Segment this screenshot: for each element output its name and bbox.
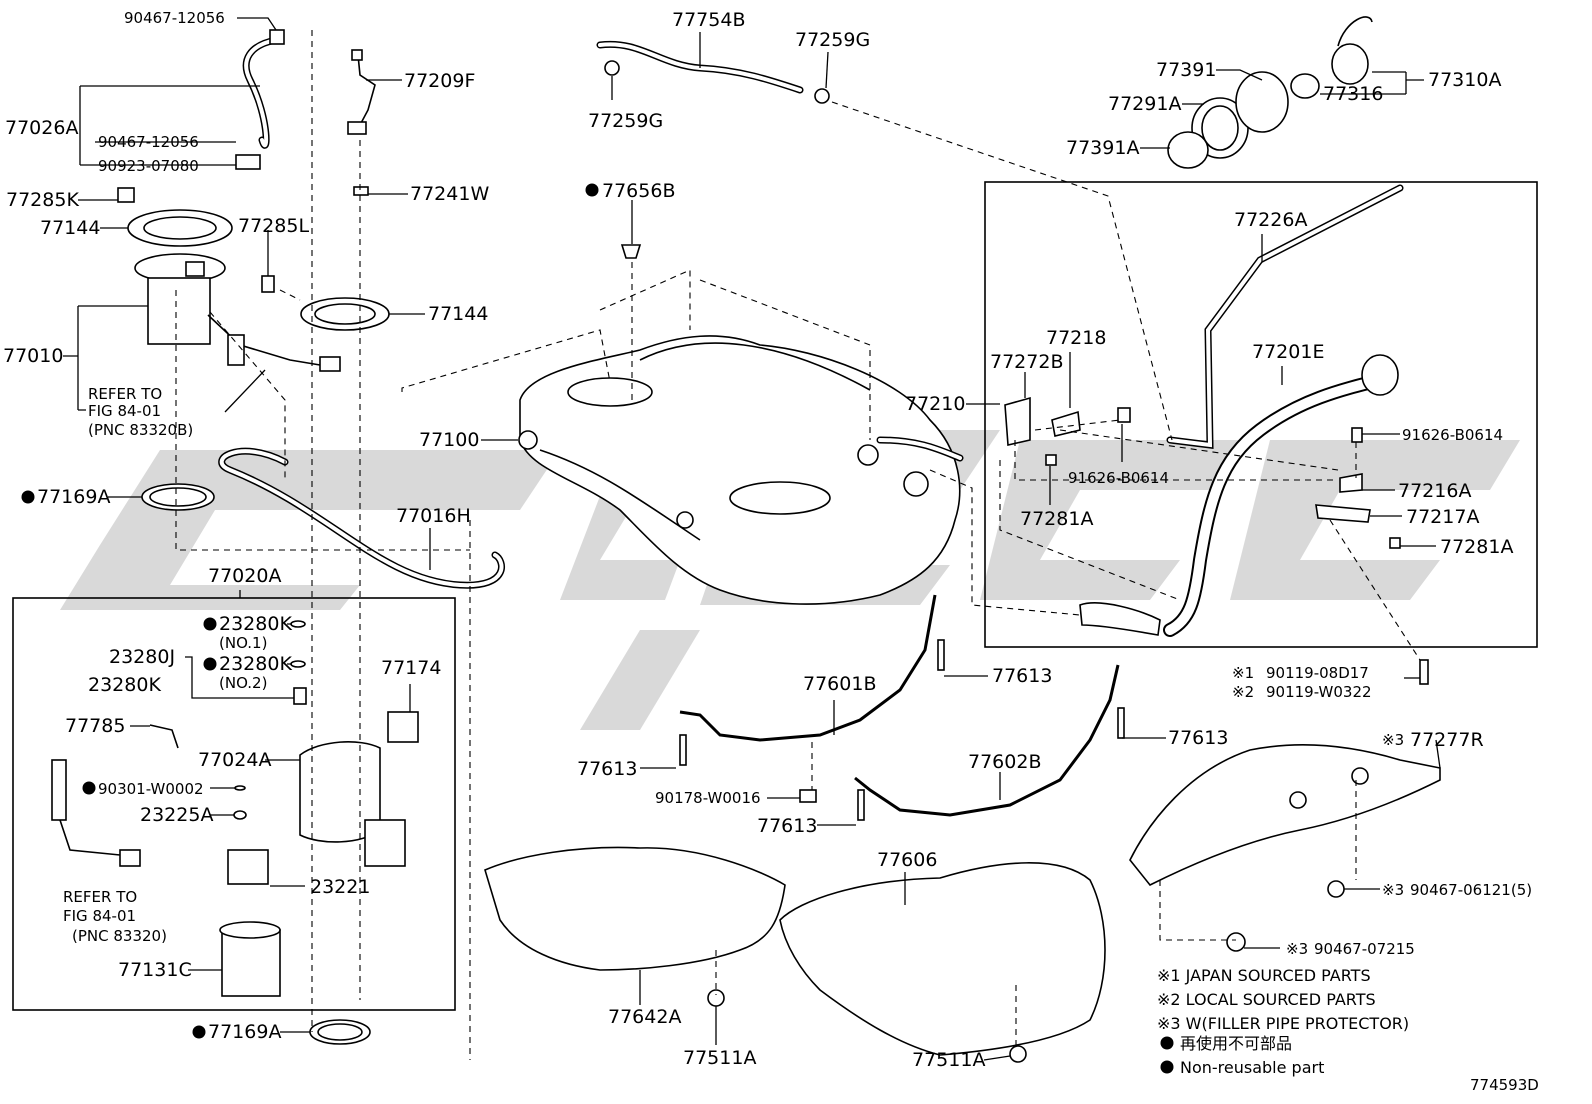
label-77218: 77218 [1046, 327, 1106, 349]
refer-top-line3: (PNC 83320B) [88, 421, 193, 439]
refer-top-line1: REFER TO [88, 385, 162, 403]
label-23221: 23221 [310, 876, 370, 898]
label-90467-12056-top: 90467-12056 [124, 9, 225, 27]
label-77010: 77010 [3, 345, 63, 367]
diagram-code: 774593D [1470, 1076, 1539, 1094]
filler-pipe-box [984, 181, 1538, 648]
label-no2: (NO.2) [219, 674, 267, 692]
label-77216A: 77216A [1398, 480, 1471, 502]
label-77281A-right: 77281A [1440, 536, 1513, 558]
label-77210: 77210 [905, 393, 965, 415]
label-23280K-no2: 23280K [219, 653, 292, 675]
mark-3-b: ※3 [1382, 881, 1404, 899]
label-23280J: 23280J [109, 646, 175, 668]
label-77310A: 77310A [1428, 69, 1501, 91]
refer-bot-line3: (PNC 83320) [72, 927, 167, 945]
part-labels: 90467-12056 77026A 90467-12056 90923-070… [3, 9, 1532, 1071]
legend-line-2: ※2 LOCAL SOURCED PARTS [1157, 990, 1376, 1009]
label-77316: 77316 [1323, 83, 1383, 105]
label-77511A-right: 77511A [912, 1049, 985, 1071]
dashed-lines [175, 30, 1421, 1060]
label-90119-08D17: 90119-08D17 [1266, 664, 1369, 682]
refer-bot-line2: FIG 84-01 [63, 907, 136, 925]
label-77642A: 77642A [608, 1006, 681, 1028]
leader-lines [63, 17, 1441, 1061]
label-77169A-bot: 77169A [208, 1021, 281, 1043]
label-77201E: 77201E [1252, 341, 1324, 363]
label-77174: 77174 [381, 657, 441, 679]
part-drawings [51, 16, 1441, 1063]
label-77601B: 77601B [803, 673, 876, 695]
label-90923-07080: 90923-07080 [98, 157, 199, 175]
label-77169A-top: 77169A [37, 486, 110, 508]
label-77785: 77785 [65, 715, 125, 737]
label-77131C: 77131C [118, 959, 192, 981]
label-77100: 77100 [419, 429, 479, 451]
label-77754B: 77754B [672, 9, 745, 31]
label-90119-W0322: 90119-W0322 [1266, 683, 1372, 701]
label-77602B: 77602B [968, 751, 1041, 773]
label-77277R: 77277R [1410, 729, 1484, 751]
label-77391: 77391 [1156, 59, 1216, 81]
label-77613-d: 77613 [757, 815, 817, 837]
label-77285K: 77285K [6, 189, 79, 211]
mark-3-a: ※3 [1382, 731, 1404, 749]
legend-line-3: ※3 W(FILLER PIPE PROTECTOR) [1157, 1014, 1409, 1033]
label-91626-B0614-left: 91626-B0614 [1068, 469, 1169, 487]
non-reusable-dots [21, 183, 1174, 1074]
refer-top-line2: FIG 84-01 [88, 402, 161, 420]
label-77020A: 77020A [208, 565, 281, 587]
label-77024A: 77024A [198, 749, 271, 771]
label-77144-right: 77144 [428, 303, 488, 325]
label-77241W: 77241W [410, 183, 489, 205]
label-77656B: 77656B [602, 180, 675, 202]
label-77391A: 77391A [1066, 137, 1139, 159]
label-77259G-left: 77259G [588, 110, 663, 132]
label-77209F: 77209F [404, 70, 475, 92]
label-77606: 77606 [877, 849, 937, 871]
label-23280K-left: 23280K [88, 674, 161, 696]
mark-1: ※1 [1232, 664, 1254, 682]
label-77016H: 77016H [396, 505, 471, 527]
label-90301-W0002: 90301-W0002 [98, 780, 204, 798]
label-23280K-no1: 23280K [219, 613, 292, 635]
label-77291A: 77291A [1108, 93, 1181, 115]
label-77272B: 77272B [990, 351, 1063, 373]
label-77144-left: 77144 [40, 217, 100, 239]
legend-line-5: Non-reusable part [1180, 1058, 1324, 1077]
label-90467-12056-mid: 90467-12056 [98, 133, 199, 151]
refer-bot-line1: REFER TO [63, 888, 137, 906]
pump-assembly-box [12, 597, 456, 1011]
label-90178-W0016: 90178-W0016 [655, 789, 761, 807]
mark-2: ※2 [1232, 683, 1254, 701]
label-77217A: 77217A [1406, 506, 1479, 528]
mark-3-c: ※3 [1286, 940, 1308, 958]
legend: ※1 JAPAN SOURCED PARTS ※2 LOCAL SOURCED … [1157, 966, 1409, 1077]
label-91626-B0614-right: 91626-B0614 [1402, 426, 1503, 444]
label-77285L: 77285L [238, 215, 309, 237]
label-90467-06121: 90467-06121(5) [1410, 881, 1532, 899]
label-77026A: 77026A [5, 117, 78, 139]
label-77613-b: 77613 [577, 758, 637, 780]
label-23225A: 23225A [140, 804, 213, 826]
legend-line-4: 再使用不可部品 [1180, 1034, 1292, 1053]
label-77613-a: 77613 [992, 665, 1052, 687]
label-77281A-left: 77281A [1020, 508, 1093, 530]
label-90467-07215: 90467-07215 [1314, 940, 1415, 958]
label-77613-c: 77613 [1168, 727, 1228, 749]
label-77259G-right: 77259G [795, 29, 870, 51]
label-77511A-left: 77511A [683, 1047, 756, 1069]
label-no1: (NO.1) [219, 634, 267, 652]
label-77226A: 77226A [1234, 209, 1307, 231]
legend-line-1: ※1 JAPAN SOURCED PARTS [1157, 966, 1371, 985]
